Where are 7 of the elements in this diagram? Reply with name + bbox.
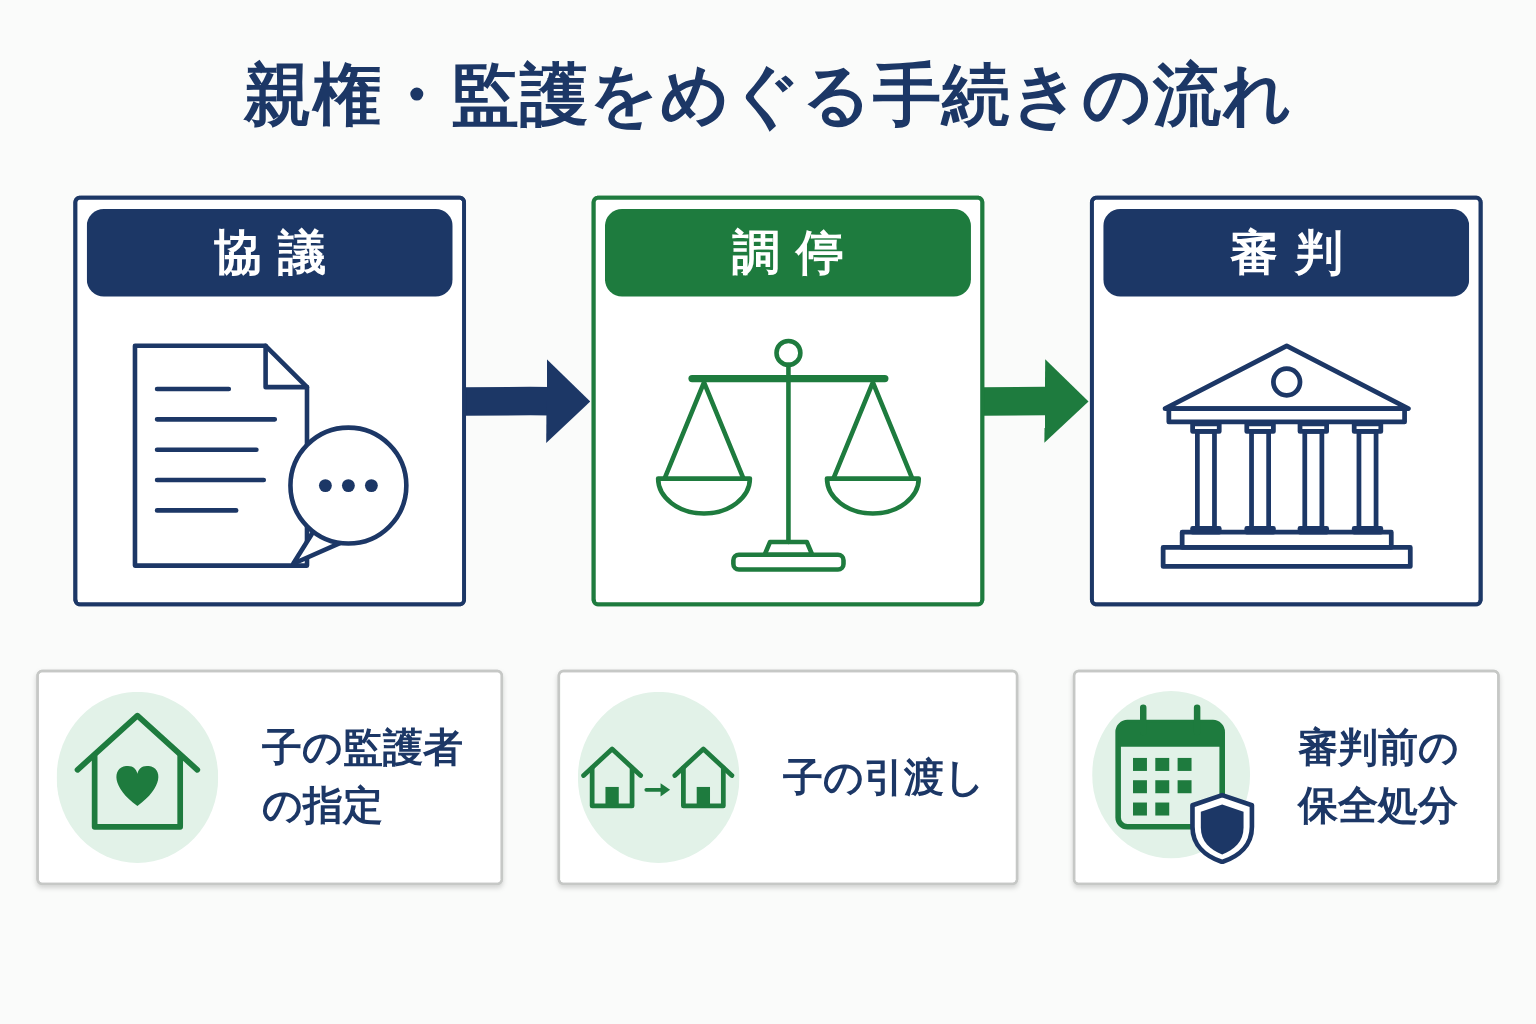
section-header: 協議 [86,209,453,297]
card-label: 審判前の保全処分 [1298,723,1461,831]
card-label: 子の監護者の指定 [261,723,464,831]
section-header: 審判 [1103,209,1470,297]
card-label: 子の引渡し [783,752,985,802]
section-header: 調停 [605,209,971,297]
diagram-title: 親権・監護をめぐる手続きの流れ [243,54,1293,136]
